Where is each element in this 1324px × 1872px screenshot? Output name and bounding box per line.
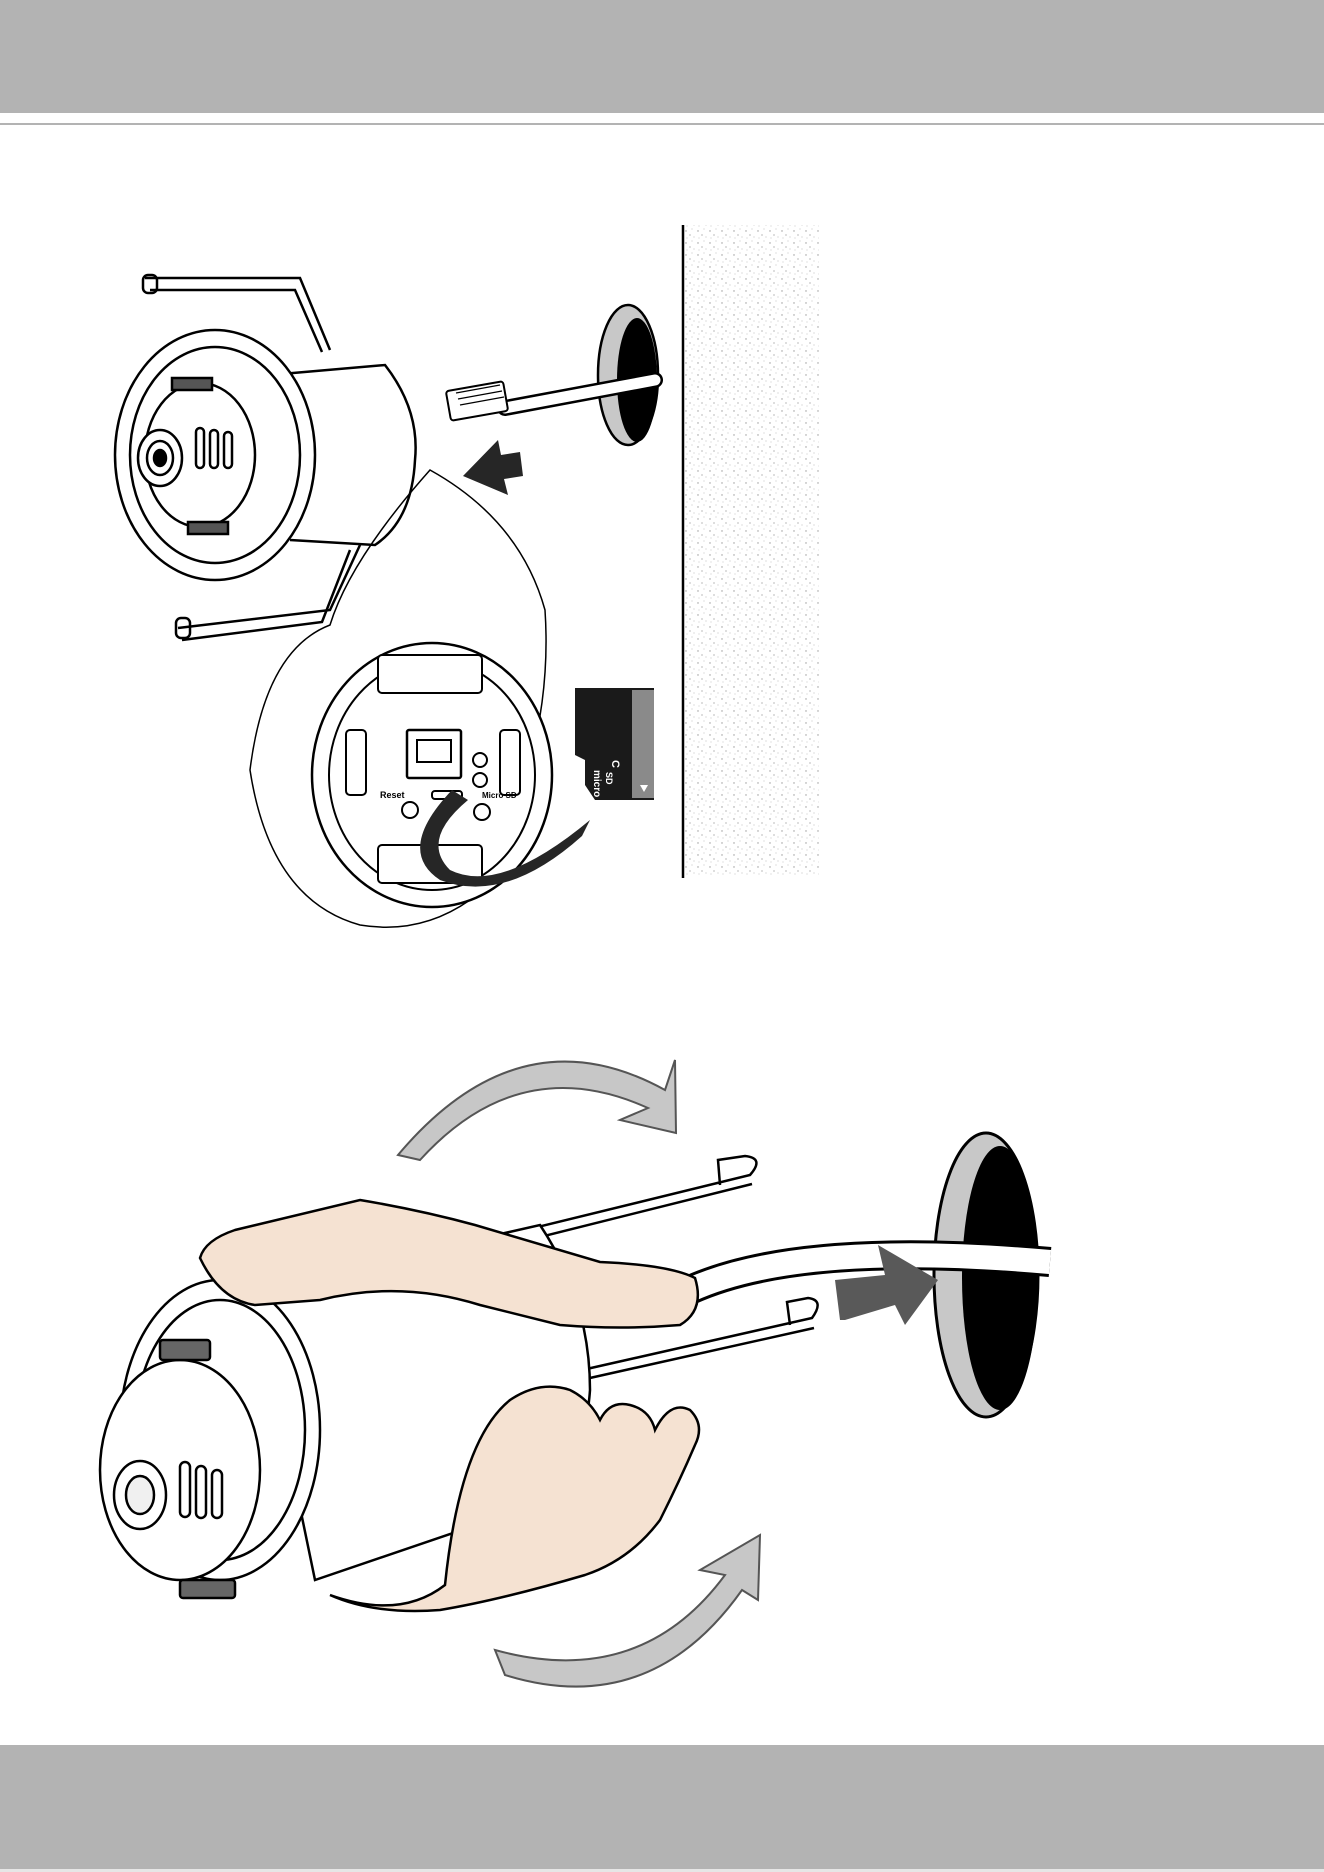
rj45-plug-icon — [446, 381, 508, 421]
rj45-jack — [407, 730, 461, 778]
bottom-figure — [100, 1060, 1050, 1687]
sd-card-brand: micro — [591, 770, 602, 797]
reset-label: Reset — [380, 790, 405, 800]
wall-hole-bottom — [934, 1133, 1038, 1417]
camera-assembly-top — [115, 275, 416, 640]
rotate-arrow-top-icon — [398, 1060, 676, 1160]
sd-card-class: C — [609, 760, 621, 768]
sd-card-logo: SD — [604, 772, 614, 785]
sd-card-icon: C micro SD — [575, 688, 654, 800]
top-figure: Reset Micro SD C micro SD — [115, 225, 819, 927]
footer-band — [0, 1745, 1324, 1872]
micro-sd-label: Micro SD — [482, 791, 517, 800]
push-arrow-icon — [463, 440, 523, 495]
ceiling-section — [683, 225, 819, 875]
